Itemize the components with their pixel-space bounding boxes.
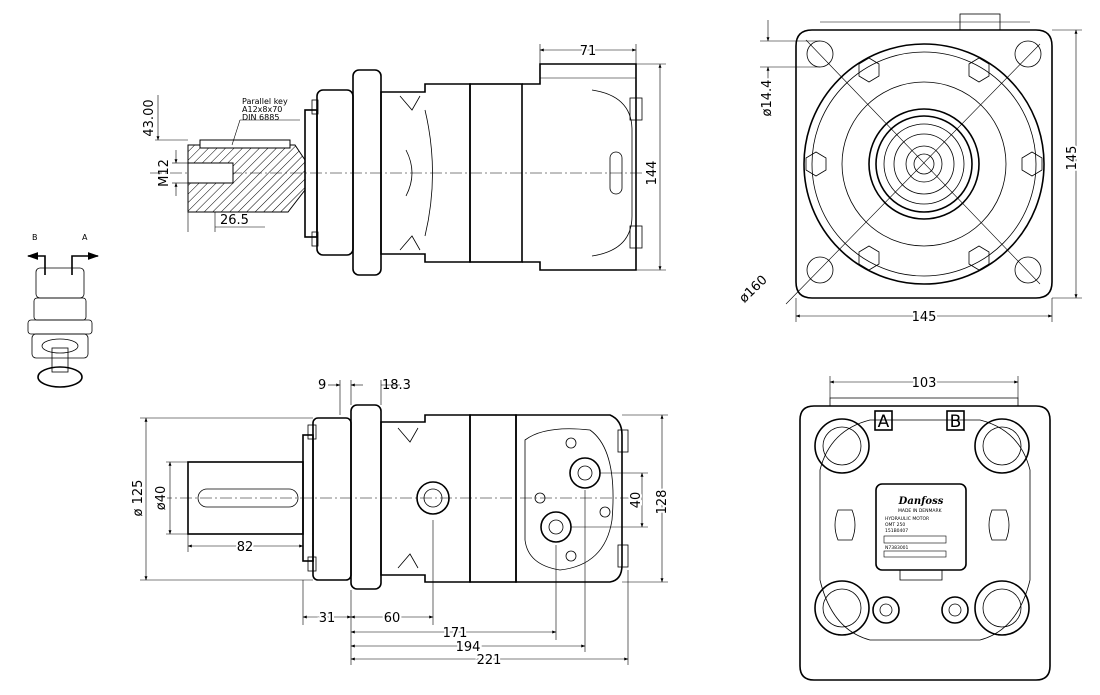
dim-145-horizontal: 145 <box>912 310 937 325</box>
port-b-label: B <box>950 412 962 432</box>
key-note-line1: Parallel key <box>242 97 288 106</box>
nameplate-brand: Danfoss <box>898 496 944 507</box>
dim-145-vertical: 145 <box>1065 146 1080 171</box>
nameplate-line1: HYDRAULIC MOTOR <box>885 516 929 522</box>
dim-d40: ø40 <box>154 486 169 511</box>
top-view: Parallel key A12x8x70 DIN 6885 43.00 M12… <box>142 42 666 276</box>
nameplate-line3: 151B0407 <box>885 528 908 534</box>
rotation-label-b: B <box>32 233 38 242</box>
dim-60: 60 <box>384 611 401 626</box>
dim-144: 144 <box>645 161 660 186</box>
parallel-key-note: Parallel key A12x8x70 DIN 6885 <box>231 97 300 146</box>
dim-221: 221 <box>477 653 502 668</box>
end-view: ø14.4 ø160 145 145 <box>735 13 1082 327</box>
dim-31: 31 <box>319 611 336 626</box>
nameplate-line4: N7383001 <box>885 545 909 551</box>
side-view: 9 18.3 ø 125 ø40 82 31 60 171 194 2 <box>129 378 672 670</box>
nameplate-line2: OMT 250 <box>885 522 905 528</box>
port-a-label: A <box>878 412 890 432</box>
key-note-line3: DIN 6885 <box>242 113 279 122</box>
dim-171: 171 <box>443 626 468 641</box>
port-bosses <box>814 418 1030 636</box>
dim-103: 103 <box>912 376 937 391</box>
nameplate-made-in: MADE IN DENMARK <box>898 508 943 514</box>
rear-view: A B Danfoss MADE IN DENMARK HYDRAULIC MO… <box>799 374 1051 681</box>
dim-18-3: 18.3 <box>382 378 411 393</box>
dim-40: 40 <box>629 492 644 509</box>
dim-d14-4: ø14.4 <box>760 80 775 117</box>
dim-82: 82 <box>237 540 254 555</box>
dim-43: 43.00 <box>142 99 157 136</box>
key-note-line2: A12x8x70 <box>242 105 282 114</box>
dim-9: 9 <box>318 378 326 393</box>
dim-71: 71 <box>580 44 597 59</box>
dim-194: 194 <box>456 640 481 655</box>
dim-d160: ø160 <box>737 273 771 307</box>
rotation-direction-icon: B A <box>26 233 100 388</box>
rotation-label-a: A <box>82 233 88 242</box>
dim-128: 128 <box>655 490 670 515</box>
dim-26-5: 26.5 <box>220 213 249 228</box>
dim-m12: M12 <box>157 159 172 187</box>
hex-nuts <box>805 57 1043 271</box>
nameplate: Danfoss MADE IN DENMARK HYDRAULIC MOTOR … <box>875 483 967 581</box>
dim-d125: ø 125 <box>131 480 146 517</box>
